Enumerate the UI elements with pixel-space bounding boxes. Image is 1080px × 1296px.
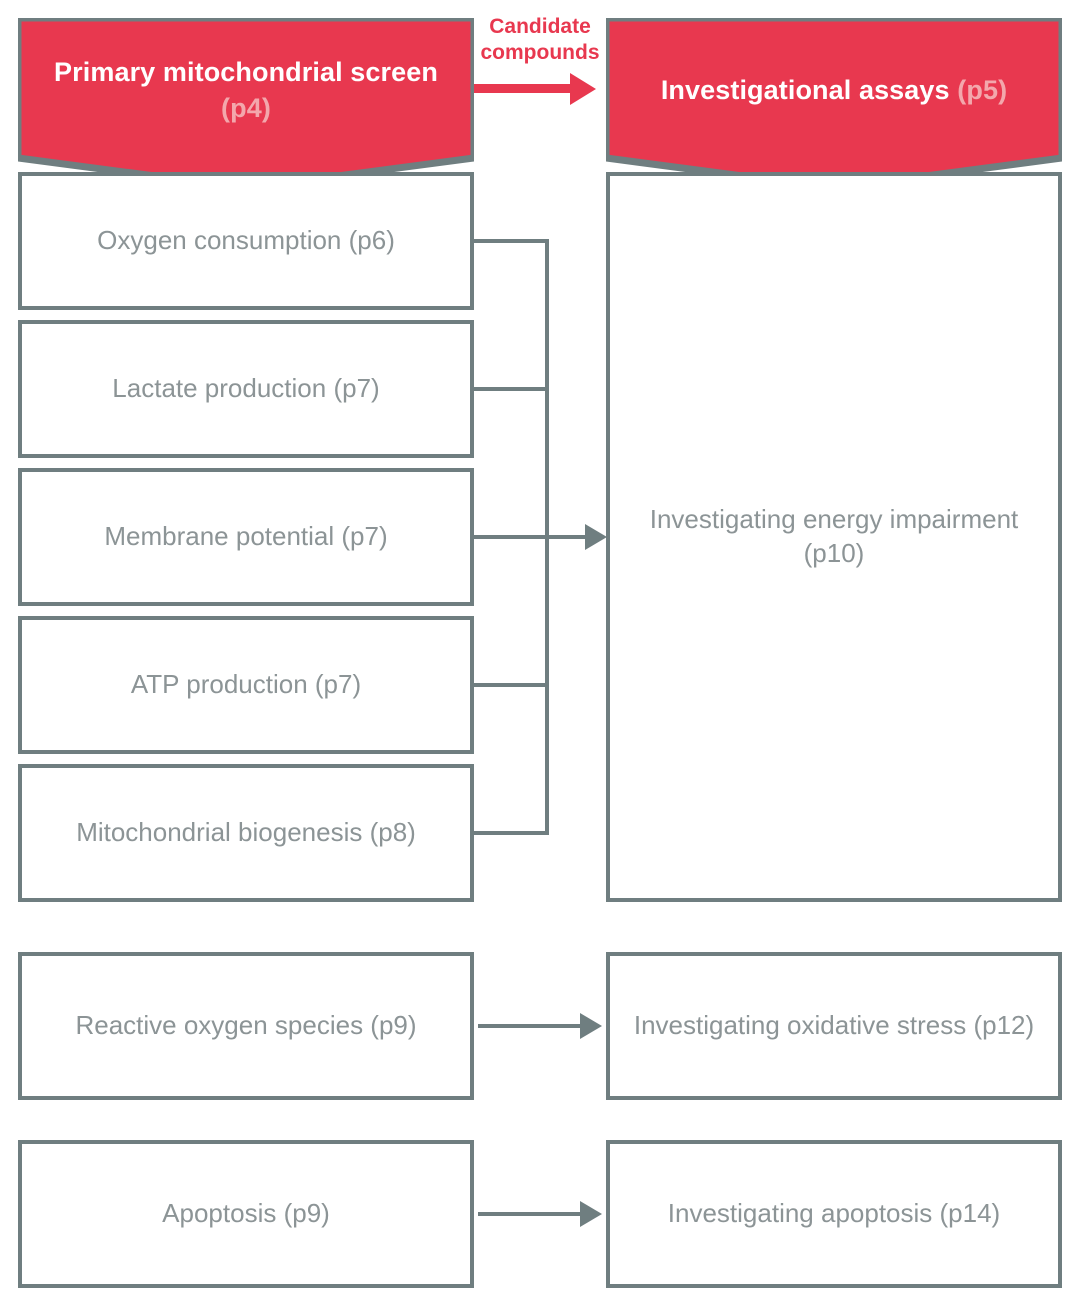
candidate-compounds-line1: Candidate — [489, 15, 591, 38]
ros-to-oxidative-arrow-shaft — [478, 1024, 582, 1028]
outcome-box-oxidative-stress[interactable]: Investigating oxidative stress (p12) — [606, 952, 1062, 1100]
candidate-compounds-line2: compounds — [480, 40, 600, 64]
outcome-box-label: Investigating energy impairment (p10) — [649, 504, 1019, 568]
assay-box-label: ATP production (p7) — [130, 669, 362, 700]
banner-investigational-assays: Investigational assays (p5) — [606, 18, 1062, 188]
assay-box-label: Mitochondrial biogenesis (p8) — [76, 817, 416, 848]
assay-box-oxygen-consumption[interactable]: Oxygen consumption (p6) — [18, 172, 474, 310]
bracket-stub-5 — [470, 831, 549, 835]
banner-investigational-assays-label: Investigational assays (p5) — [606, 18, 1062, 164]
banner-primary-screen-label: Primary mitochondrial screen (p4) — [18, 18, 474, 164]
assay-box-label: Reactive oxygen species (p9) — [75, 1010, 417, 1041]
assay-box-membrane-potential[interactable]: Membrane potential (p7) — [18, 468, 474, 606]
apoptosis-arrow-head — [580, 1201, 602, 1227]
bracket-stub-4 — [470, 683, 549, 687]
assay-box-lactate-production[interactable]: Lactate production (p7) — [18, 320, 474, 458]
banner-primary-screen: Primary mitochondrial screen (p4) — [18, 18, 474, 188]
candidate-compounds-arrow-head — [570, 72, 596, 105]
candidate-compounds-label: Candidate compounds — [476, 14, 604, 65]
assay-box-atp-production[interactable]: ATP production (p7) — [18, 616, 474, 754]
outcome-box-energy-impairment[interactable]: Investigating energy impairment (p10) — [606, 172, 1062, 902]
assay-box-mitochondrial-biogenesis[interactable]: Mitochondrial biogenesis (p8) — [18, 764, 474, 902]
assay-box-label: Oxygen consumption (p6) — [97, 225, 395, 256]
bracket-stub-2 — [470, 387, 549, 391]
assay-box-label: Lactate production (p7) — [112, 373, 380, 404]
bracket-stub-1 — [470, 239, 549, 243]
bracket-to-energy-arrow-shaft — [545, 535, 591, 539]
banner-investigational-assays-page: (p5) — [957, 75, 1008, 106]
assay-box-reactive-oxygen-species[interactable]: Reactive oxygen species (p9) — [18, 952, 474, 1100]
assay-box-apoptosis[interactable]: Apoptosis (p9) — [18, 1140, 474, 1288]
banner-primary-screen-page: (p4) — [221, 93, 271, 123]
bracket-stub-3 — [470, 535, 549, 539]
banner-investigational-assays-main: Investigational assays — [660, 75, 958, 106]
outcome-box-investigating-apoptosis[interactable]: Investigating apoptosis (p14) — [606, 1140, 1062, 1288]
candidate-compounds-arrow-shaft — [474, 84, 572, 93]
outcome-box-label: Investigating apoptosis (p14) — [667, 1198, 1001, 1229]
outcome-box-label: Investigating oxidative stress (p12) — [633, 1010, 1035, 1041]
ros-to-oxidative-arrow-head — [580, 1013, 602, 1039]
assay-box-label: Membrane potential (p7) — [104, 521, 388, 552]
bracket-to-energy-arrow-head — [585, 524, 607, 550]
banner-primary-screen-main: Primary mitochondrial screen — [54, 57, 438, 88]
apoptosis-arrow-shaft — [478, 1212, 582, 1216]
assay-box-label: Apoptosis (p9) — [162, 1198, 330, 1229]
